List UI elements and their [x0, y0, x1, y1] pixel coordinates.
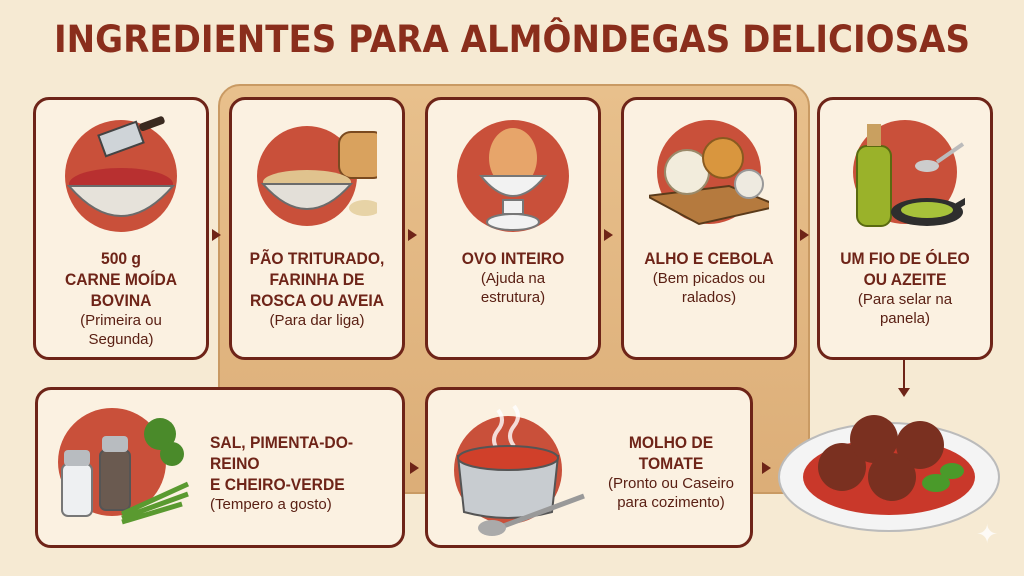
flow-arrow — [212, 229, 221, 241]
flow-arrow — [762, 462, 771, 474]
olive-oil-pan-icon — [853, 120, 965, 227]
egg-cup-icon — [457, 120, 569, 232]
tomato-sauce-pot-icon — [454, 404, 585, 536]
sparkle-icon: ✦ — [976, 519, 998, 549]
garlic-onion-icon — [649, 120, 769, 226]
flow-arrow — [604, 229, 613, 241]
page-title: INGREDIENTES PARA ALMÔNDEGAS DELICIOSAS — [54, 18, 970, 61]
flow-arrow — [408, 229, 417, 241]
ingredient-heading: OVO INTEIRO — [461, 249, 565, 268]
ingredient-note: (Para dar liga) — [269, 312, 365, 329]
flow-line — [903, 360, 905, 390]
ingredient-heading: MOLHO DE TOMATE — [628, 433, 714, 473]
ground-beef-bowl-icon — [65, 116, 177, 232]
flow-arrow — [800, 229, 809, 241]
flow-arrow-down — [898, 388, 910, 397]
flow-arrow — [410, 462, 419, 474]
ingredient-note: (Tempero a gosto) — [210, 496, 332, 513]
ingredient-heading: ALHO E CEBOLA — [644, 249, 774, 268]
breadcrumbs-bread-icon — [257, 126, 377, 226]
meatballs-plate-icon — [778, 415, 1000, 532]
salt-pepper-herbs-icon — [58, 408, 190, 525]
